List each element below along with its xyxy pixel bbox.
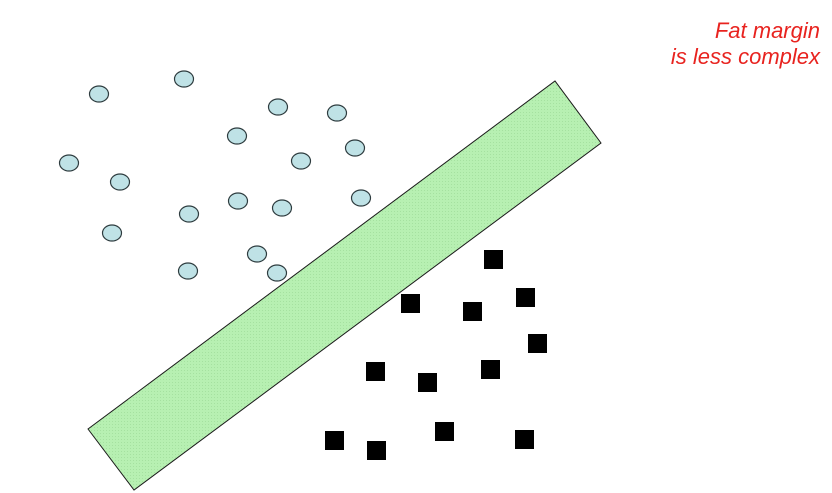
- square-point: [367, 441, 386, 460]
- circle-point: [88, 85, 110, 103]
- square-point: [528, 334, 547, 353]
- square-point: [435, 422, 454, 441]
- square-point: [481, 360, 500, 379]
- circle-point: [226, 127, 248, 145]
- square-point: [515, 430, 534, 449]
- circle-point: [267, 98, 289, 116]
- square-point: [463, 302, 482, 321]
- circle-point: [326, 104, 348, 122]
- square-point: [366, 362, 385, 381]
- circle-point: [173, 70, 195, 88]
- circle-point: [350, 189, 372, 207]
- square-point: [484, 250, 503, 269]
- square-point: [516, 288, 535, 307]
- circle-point: [101, 224, 123, 242]
- square-point: [401, 294, 420, 313]
- circle-point: [290, 152, 312, 170]
- circle-point: [271, 199, 293, 217]
- margin-band: [87, 80, 602, 491]
- circle-point: [227, 192, 249, 210]
- circle-points: [58, 70, 372, 282]
- caption-line-1: Fat margin: [714, 18, 820, 43]
- circle-point: [178, 205, 200, 223]
- square-point: [325, 431, 344, 450]
- circle-point: [246, 245, 268, 263]
- circle-point: [344, 139, 366, 157]
- caption-line-2: is less complex: [670, 44, 820, 69]
- square-point: [418, 373, 437, 392]
- circle-point: [266, 264, 288, 282]
- circle-point: [109, 173, 131, 191]
- circle-point: [58, 154, 80, 172]
- square-points: [325, 250, 547, 460]
- circle-point: [177, 262, 199, 280]
- margin-caption: Fat margin is less complex: [580, 18, 820, 70]
